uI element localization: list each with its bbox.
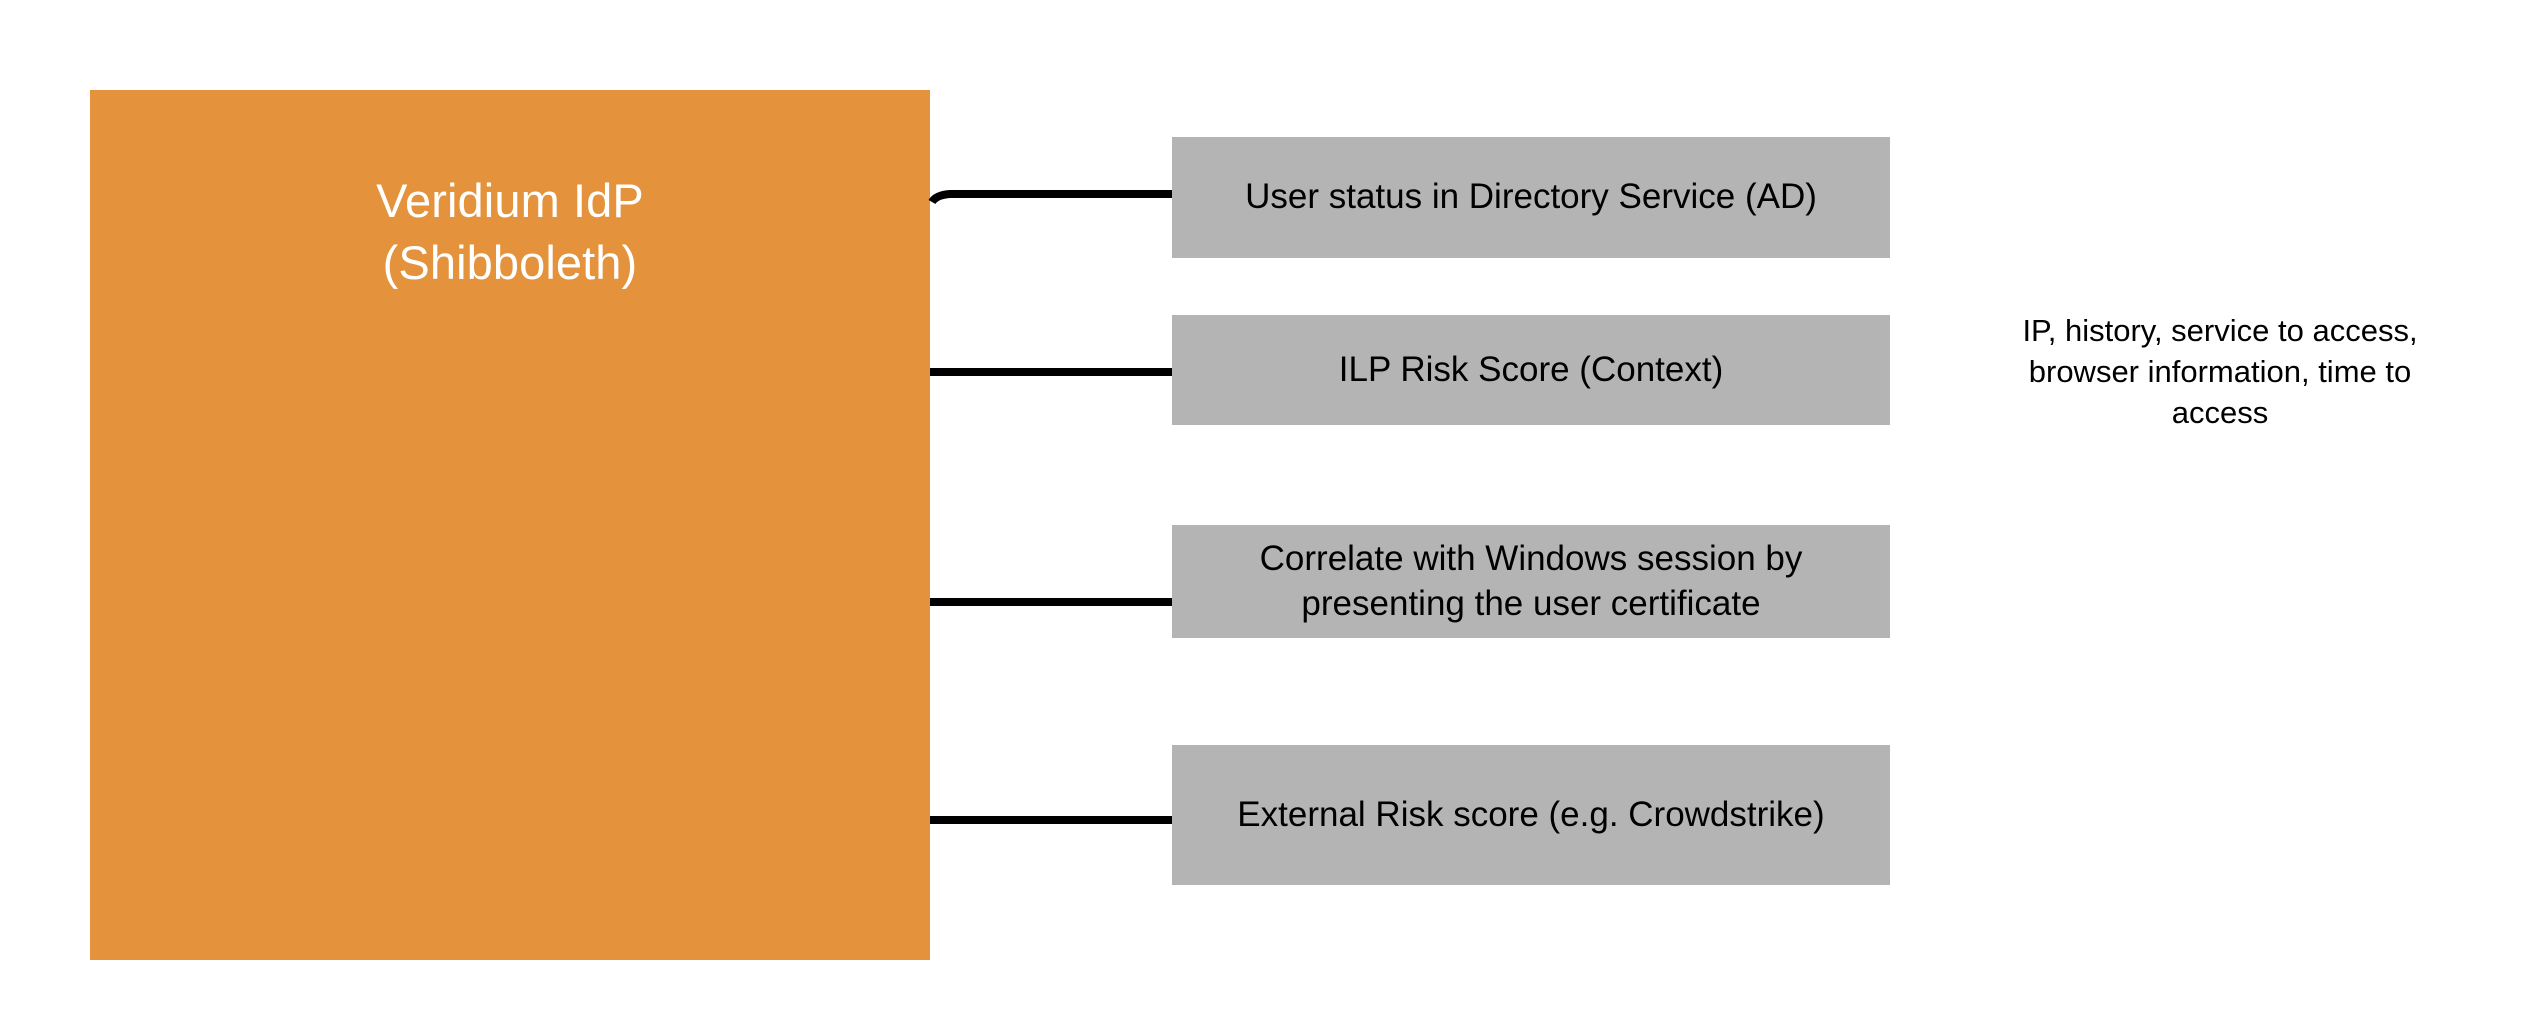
signal-node-external-risk-score: External Risk score (e.g. Crowdstrike) [1172,745,1890,885]
signal-node-label: ILP Risk Score (Context) [1338,349,1724,389]
signal-node-label: External Risk score (e.g. Crowdstrike) [1237,794,1825,834]
idp-node: Veridium IdP (Shibboleth) [90,90,930,960]
signal-node-user-status-ad: User status in Directory Service (AD) [1172,137,1890,258]
signal-node-label: User status in Directory Service (AD) [1245,177,1817,217]
signal-node-windows-session-correlation: Correlate with Windows session by presen… [1172,525,1890,638]
idp-node-title: Veridium IdP (Shibboleth) [376,174,644,290]
signal-node-label: Correlate with Windows session by presen… [1259,539,1803,623]
connector-line-1 [928,190,1172,205]
signal-node-ilp-risk-score: ILP Risk Score (Context) [1172,315,1890,425]
context-annotation: IP, history, service to access, browser … [2022,313,2418,431]
